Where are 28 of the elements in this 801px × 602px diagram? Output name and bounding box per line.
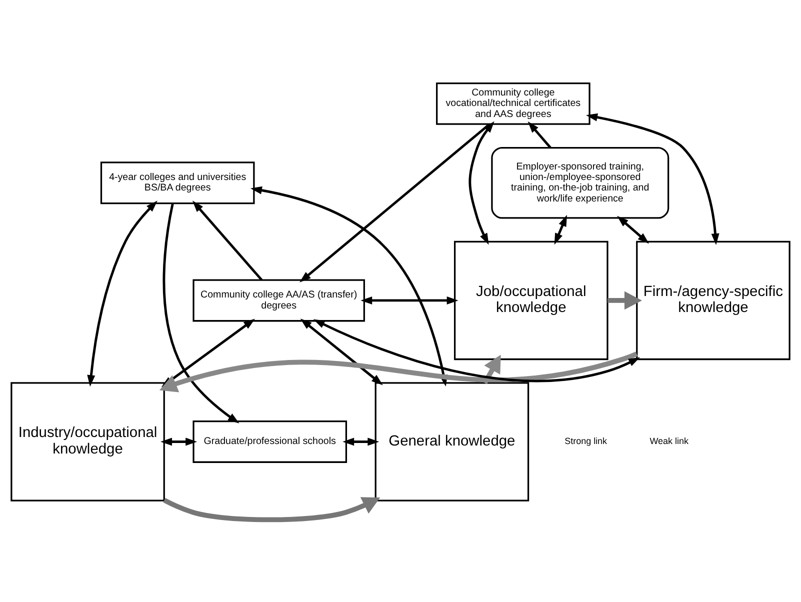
arrow	[87, 200, 158, 386]
node-box: Firm-/agency-specific knowledge	[636, 240, 790, 360]
arrow	[554, 214, 567, 244]
legend-label: Strong link	[564, 436, 608, 446]
node-box: Job/occupational knowledge	[454, 240, 608, 360]
arrow	[313, 318, 640, 382]
node-box: 4-year colleges and universities BS/BA degrees	[100, 161, 255, 204]
arrow	[192, 200, 263, 280]
arrow	[342, 437, 380, 446]
arrow	[360, 296, 458, 304]
arrow	[608, 290, 642, 310]
node-box: Graduate/professional schools	[192, 420, 348, 462]
arrow	[162, 202, 240, 423]
arrow	[468, 120, 494, 244]
node-box: General knowledge	[374, 382, 530, 501]
arrow	[300, 122, 490, 282]
arrow	[617, 215, 650, 244]
node-box: Community college vocational/technical certificates and AAS degrees	[436, 82, 590, 124]
node-box: Community college AA/AS (transfer) degrees	[192, 278, 365, 322]
legend-label: Weak link	[650, 436, 688, 446]
arrow	[163, 496, 380, 522]
node-box: Industry/occupational knowledge	[10, 382, 165, 501]
arrow	[586, 112, 720, 245]
arrow	[300, 318, 383, 385]
arrow	[528, 120, 552, 148]
node-box: Employer-sponsored training, union-/employee-sponsored training, on-the-job training, and work/life experience	[491, 146, 670, 218]
arrow	[482, 354, 501, 384]
arrow	[160, 437, 198, 446]
